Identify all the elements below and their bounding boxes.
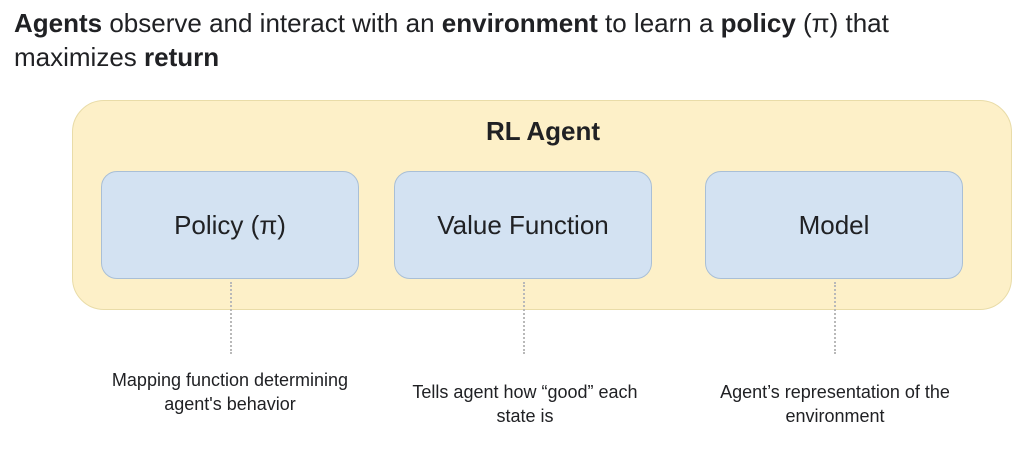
headline-term-agents: Agents (14, 8, 103, 38)
headline-term-environment: environment (441, 8, 598, 38)
value-function-label: Value Function (437, 209, 609, 240)
headline-text: observe and interact with an (102, 8, 442, 38)
rl-agent-title: RL Agent (485, 116, 601, 146)
policy-label: Policy (π) (174, 209, 286, 240)
value-function-box: Value Function (394, 171, 652, 279)
headline-text: (π) that maximizes (14, 8, 889, 72)
model-connector (834, 282, 836, 354)
model-label: Model (798, 209, 870, 240)
headline: Agents observe and interact with an envi… (14, 6, 1014, 74)
model-description: Agent’s representation of the environmen… (720, 382, 950, 426)
model-box: Model (705, 171, 963, 279)
policy-box: Policy (π) (101, 171, 359, 279)
headline-term-return: return (144, 42, 220, 72)
value-function-description: Tells agent how “good” each state is (412, 382, 638, 426)
policy-description: Mapping function determining agent's beh… (111, 370, 349, 414)
headline-text: to learn a (597, 8, 721, 38)
headline-term-policy: policy (720, 8, 796, 38)
value-function-connector (523, 282, 525, 354)
policy-connector (230, 282, 232, 354)
